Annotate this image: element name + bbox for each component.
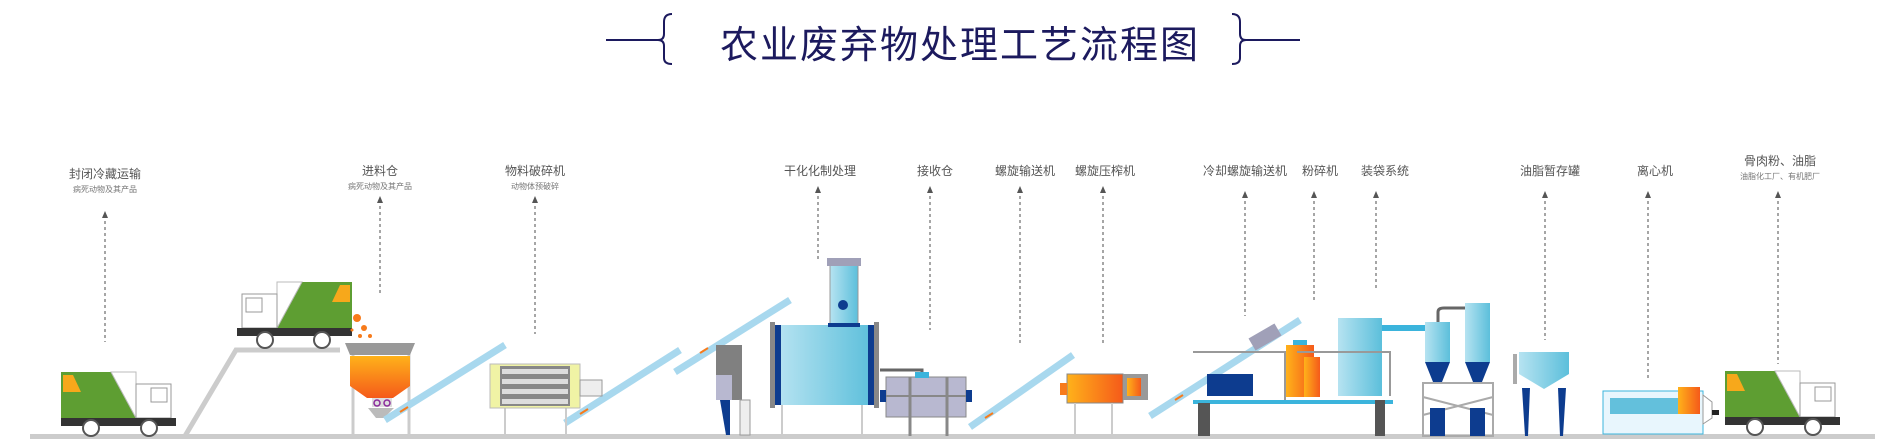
flow-arrows [399, 347, 1184, 419]
dryer-machine [716, 258, 879, 436]
centrifuge [1602, 387, 1719, 435]
feed-hopper [345, 343, 415, 436]
ramp [182, 347, 340, 438]
screw-conveyor [673, 297, 792, 375]
oil-storage-tank [1513, 352, 1569, 436]
pointer-arrowheads [102, 186, 1781, 218]
step-title: 骨肉粉、油脂 [1743, 154, 1816, 168]
title-brackets [606, 13, 1300, 65]
step-label-crusher: 物料破碎机 动物体预破碎 [490, 162, 580, 192]
step-label-bagging: 装袋系统 [1345, 162, 1425, 179]
step-subtitle: 病死动物及其产品 [348, 182, 412, 191]
pulverizer [1286, 318, 1442, 436]
step-title: 干化化制处理 [783, 164, 856, 178]
step-label-receiving-bin: 接收仓 [900, 162, 970, 179]
arrow-up-icon [927, 186, 933, 193]
step-title: 粉碎机 [1301, 164, 1338, 178]
arrow-up-icon [1775, 191, 1781, 198]
step-title: 装袋系统 [1360, 164, 1409, 178]
step-title: 物料破碎机 [504, 164, 565, 178]
pointer-lines [104, 190, 1779, 380]
arrow-up-icon [1017, 186, 1023, 193]
step-subtitle: 动物体预破碎 [511, 182, 559, 191]
truck-icon [237, 281, 352, 349]
arrow-up-icon [1242, 191, 1248, 198]
screw-press [1060, 373, 1148, 436]
arrow-up-icon [815, 186, 821, 193]
cooling-conveyor-platform [1193, 323, 1393, 436]
step-title: 进料仓 [361, 164, 398, 178]
receiving-bin [880, 368, 972, 436]
arrow-up-icon [1645, 191, 1651, 198]
arrow-up-icon [1542, 191, 1548, 198]
ground-line [30, 434, 1875, 439]
step-title: 油脂暂存罐 [1519, 164, 1580, 178]
step-label-feed-bin: 进料仓 病死动物及其产品 [330, 162, 430, 192]
step-title: 离心机 [1636, 164, 1673, 178]
falling-material [350, 314, 372, 338]
step-title: 接收仓 [916, 164, 953, 178]
step-label-oil-tank: 油脂暂存罐 [1505, 162, 1595, 179]
step-label-screw-conveyor: 螺旋输送机 [980, 162, 1070, 179]
step-label-dryer: 干化化制处理 [770, 162, 870, 179]
arrow-up-icon [102, 211, 108, 218]
arrow-up-icon [1311, 191, 1317, 198]
step-label-transport: 封闭冷藏运输 病死动物及其产品 [50, 165, 160, 195]
step-label-output: 骨肉粉、油脂 油脂化工厂、有机肥厂 [1720, 152, 1840, 182]
step-title: 封闭冷藏运输 [68, 167, 141, 181]
title-banner: 农业废弃物处理工艺流程图 [0, 0, 1903, 80]
step-label-screw-press: 螺旋压榨机 [1060, 162, 1150, 179]
step-subtitle: 油脂化工厂、有机肥厂 [1740, 172, 1820, 181]
arrow-up-icon [1373, 191, 1379, 198]
left-brace-icon [657, 13, 673, 65]
truck-icon [1725, 370, 1840, 436]
step-label-centrifuge: 离心机 [1620, 162, 1690, 179]
step-subtitle: 病死动物及其产品 [73, 185, 137, 194]
screw-conveyor [383, 342, 507, 423]
arrow-up-icon [1100, 186, 1106, 193]
step-title: 冷却螺旋输送机 [1202, 164, 1287, 178]
step-title: 螺旋输送机 [994, 164, 1055, 178]
step-label-cooling-conveyor: 冷却螺旋输送机 [1190, 162, 1300, 179]
page-title: 农业废弃物处理工艺流程图 [719, 23, 1200, 67]
step-label-pulverizer: 粉碎机 [1290, 162, 1350, 179]
arrow-up-icon [377, 196, 383, 203]
step-title: 螺旋压榨机 [1074, 164, 1135, 178]
screw-conveyor [967, 352, 1076, 430]
arrow-up-icon [532, 196, 538, 203]
crusher-machine [489, 363, 603, 436]
cyclone-separators [1422, 303, 1494, 437]
truck-icon [61, 371, 176, 437]
